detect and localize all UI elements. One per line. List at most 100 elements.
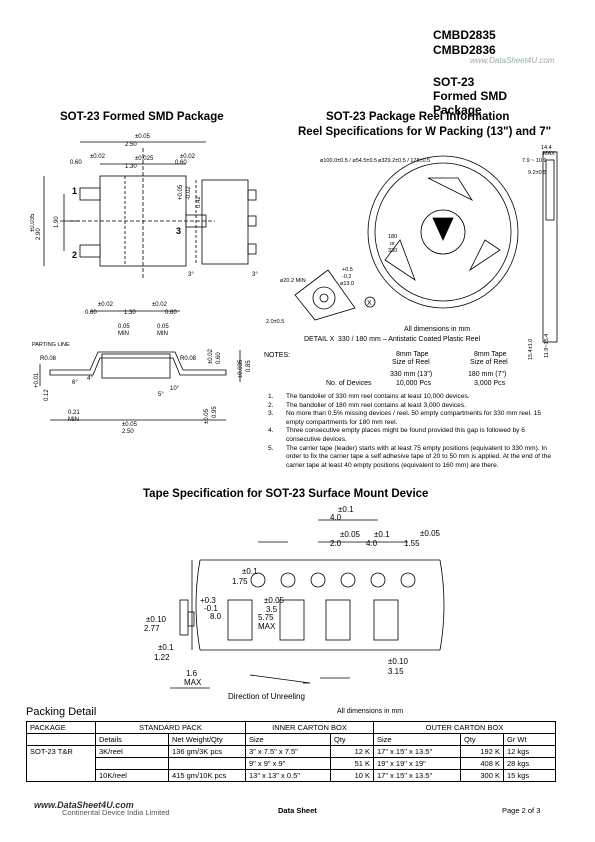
svg-text:2.0±0.5: 2.0±0.5 (266, 319, 284, 325)
svg-text:0.12: 0.12 (44, 389, 50, 401)
svg-text:±0.035: ±0.035 (238, 359, 244, 378)
cell-gross-weight: 12 kgs (503, 745, 556, 758)
svg-text:MIN: MIN (157, 331, 168, 337)
header-standard-pack: STANDARD PACK (95, 721, 246, 734)
reel-drawing: ø100.0±0.5 / ø54.5±0.5 ø329.2±0.5 / 178±… (266, 145, 558, 360)
svg-text:3.15: 3.15 (388, 667, 404, 676)
package-name: SOT-23 (433, 75, 475, 89)
svg-text:-0.2: -0.2 (342, 274, 351, 280)
svg-text:R0.08: R0.08 (180, 356, 197, 362)
devices-330: 10,000 Pcs (396, 380, 432, 387)
header-inner-carton: INNER CARTON BOX (245, 721, 374, 734)
subheader-details: Details (95, 733, 169, 746)
svg-text:±0.05: ±0.05 (264, 596, 285, 605)
reel-notes-list: 1.The bandolier of 330 mm reel contains … (268, 393, 558, 470)
svg-text:0.60: 0.60 (85, 310, 97, 316)
subheader-inner-qty: Qty (330, 733, 374, 746)
footer-watermark-link[interactable]: www.DataSheet4U.com (34, 800, 134, 810)
subheader-inner-size: Size (245, 733, 331, 746)
cell-inner-qty: 10 K (330, 769, 374, 782)
note-number: 5. (268, 444, 274, 452)
svg-text:ø100.0±0.5 / ø54.5±0.5: ø100.0±0.5 / ø54.5±0.5 (320, 158, 377, 164)
reel-section-title: SOT-23 Package Reel Information (326, 111, 510, 123)
svg-text:±0.02: ±0.02 (180, 154, 196, 160)
size-of-reel-2: Size of Reel (470, 359, 508, 366)
table-row: 10K/reel 415 gm/10K pcs 13" x 13" x 0.5"… (27, 769, 556, 782)
svg-text:180: 180 (388, 234, 397, 240)
cell-inner-size: 3" x 7.5" x 7.5" (245, 745, 331, 758)
svg-text:+0.3: +0.3 (200, 596, 216, 605)
svg-text:1.90: 1.90 (54, 216, 60, 228)
svg-text:±0.10: ±0.10 (146, 615, 167, 624)
svg-text:ø13.0: ø13.0 (340, 281, 354, 287)
svg-text:-0.1: -0.1 (204, 604, 218, 613)
reel-size-330: 330 mm (13") (390, 371, 433, 378)
svg-text:2.90: 2.90 (36, 228, 42, 240)
package-name-cell: SOT-23 T&R (26, 745, 96, 782)
svg-text:3°: 3° (188, 272, 194, 278)
svg-text:-0.02: -0.02 (186, 186, 192, 200)
footer-center: Data Sheet (278, 806, 317, 815)
tape-header-2: 8mm Tape (474, 351, 507, 358)
table-subheader-row: Details Net Weight/Qty Size Qty Size Qty… (26, 733, 556, 746)
cell-outer-qty: 192 K (460, 745, 504, 758)
direction-of-unreeling: Direction of Unreeling (228, 692, 305, 701)
cell-gross-weight: 28 kgs (503, 757, 556, 770)
svg-text:3°: 3° (252, 272, 258, 278)
svg-text:0.95: 0.95 (212, 406, 218, 418)
pkg-section-title: SOT-23 Formed SMD Package (60, 111, 224, 123)
subheader-gross-weight: Gr Wt (503, 733, 556, 746)
cell-outer-qty: 300 K (460, 769, 504, 782)
note-number: 2. (268, 401, 274, 409)
cell-net: 136 gm/3K pcs (168, 745, 246, 758)
table-row: 9" x 9" x 9" 51 K 19" x 19" x 19" 408 K … (27, 757, 556, 770)
package-subtitle: Formed SMD Package (433, 89, 508, 117)
svg-text:2.0: 2.0 (330, 539, 342, 548)
svg-text:DETAIL X: DETAIL X (304, 336, 335, 343)
note-item: 4.Three consecutive empty places might b… (268, 427, 558, 444)
svg-text:14.4: 14.4 (541, 145, 552, 151)
cell-inner-qty: 12 K (330, 745, 374, 758)
packing-all-dims: All dimensions in mm (337, 708, 404, 715)
svg-text:±0.1: ±0.1 (158, 643, 174, 652)
svg-text:or: or (390, 241, 395, 247)
svg-text:PARTING LINE: PARTING LINE (32, 342, 70, 348)
reel-all-dims: All dimensions in mm (404, 326, 471, 333)
header-package: PACKAGE (26, 721, 96, 734)
svg-text:X: X (367, 300, 372, 307)
svg-text:ø20.2 MIN: ø20.2 MIN (280, 278, 306, 284)
cell-inner-qty: 51 K (330, 757, 374, 770)
footer-company: Continental Device India Limited (62, 808, 170, 817)
devices-label: No. of Devices (326, 380, 372, 387)
cell-inner-size: 9" x 9" x 9" (245, 757, 331, 770)
svg-text:±0.1: ±0.1 (374, 530, 390, 539)
svg-text:1.55: 1.55 (404, 539, 420, 548)
svg-text:3: 3 (176, 226, 181, 236)
reel-size-180: 180 mm (7") (468, 371, 507, 378)
svg-text:±0.02: ±0.02 (208, 348, 214, 364)
footer-page-number: Page 2 of 3 (502, 806, 541, 815)
part-number-2: CMBD2836 (433, 43, 496, 57)
svg-text:3.5: 3.5 (266, 605, 278, 614)
svg-text:0.60: 0.60 (175, 160, 187, 166)
tape-section-title: Tape Specification for SOT-23 Surface Mo… (143, 488, 429, 500)
header-outer-carton: OUTER CARTON BOX (373, 721, 556, 734)
cell-inner-size: 13" x 13" x 0.5" (245, 769, 331, 782)
cell-outer-size: 19" x 19" x 19" (373, 757, 461, 770)
svg-text:±0.05: ±0.05 (122, 422, 138, 428)
note-number: 4. (268, 427, 274, 435)
subheader-outer-qty: Qty (460, 733, 504, 746)
svg-text:7.9 ~ 10.9: 7.9 ~ 10.9 (522, 158, 547, 164)
svg-text:±0.05: ±0.05 (340, 530, 361, 539)
notes-label: NOTES: (264, 352, 291, 359)
svg-text:±0.05: ±0.05 (204, 408, 210, 424)
svg-text:2.50: 2.50 (122, 429, 134, 435)
svg-text:±0.02: ±0.02 (90, 154, 106, 160)
svg-text:1.22: 1.22 (154, 653, 170, 662)
note-number: 1. (268, 393, 274, 400)
svg-text:0.60: 0.60 (70, 160, 82, 166)
svg-text:4°: 4° (87, 376, 93, 382)
devices-180: 3,000 Pcs (474, 380, 506, 387)
svg-text:±0.1: ±0.1 (338, 505, 354, 514)
cell-details (95, 757, 169, 770)
